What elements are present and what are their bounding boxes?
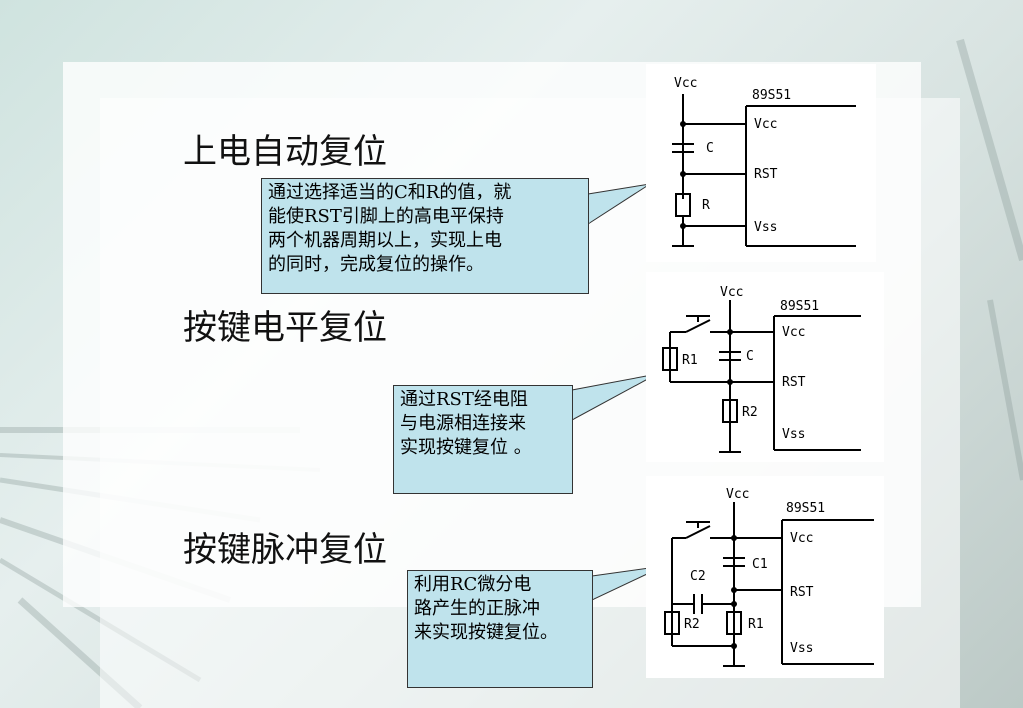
callout-line: 能使RST引脚上的高电平保持 [268, 206, 504, 227]
label-c: C [746, 349, 754, 364]
label-vcc: Vcc [674, 76, 697, 91]
pin-vss: Vss [790, 641, 813, 656]
callout-line: 两个机器周期以上，实现上电 [268, 230, 502, 251]
label-c1: C1 [752, 557, 768, 572]
pin-rst: RST [782, 375, 806, 390]
pin-vcc: Vcc [754, 117, 777, 132]
label-r1: R1 [748, 617, 764, 632]
callout-line: 利用RC微分电 [414, 574, 532, 595]
callout-line: 路产生的正脉冲 [414, 598, 540, 619]
label-chip: 89S51 [752, 88, 791, 103]
label-r1: R1 [682, 353, 698, 368]
label-vcc: Vcc [720, 285, 743, 300]
callout-power-on-reset: 通过选择适当的C和R的值，就 能使RST引脚上的高电平保持 两个机器周期以上，实… [261, 178, 589, 294]
callout-line: 来实现按键复位。 [414, 622, 558, 643]
circuit-diagram-1: Vcc 89S51 Vcc RST Vss C R [672, 76, 856, 247]
circuit-diagram-3: Vcc 89S51 Vcc RST Vss C1 C2 R2 R1 [664, 487, 874, 667]
pin-vss: Vss [754, 220, 777, 235]
callout-1-tail [586, 183, 651, 225]
callout-line: 通过选择适当的C和R的值，就 [268, 182, 512, 203]
pin-rst: RST [754, 167, 778, 182]
callout-line: 通过RST经电阻 [400, 389, 528, 410]
circuit-power-on-reset: Vcc 89S51 Vcc RST Vss C R [646, 64, 876, 262]
label-r2: R2 [684, 617, 700, 632]
label-c2: C2 [690, 569, 706, 584]
label-r2: R2 [742, 405, 758, 420]
pin-vcc: Vcc [782, 325, 805, 340]
callout-line: 的同时，完成复位的操作。 [268, 254, 484, 275]
pin-vcc: Vcc [790, 531, 813, 546]
heading-key-level-reset: 按键电平复位 [183, 308, 387, 348]
callout-line: 实现按键复位 。 [400, 437, 532, 458]
circuit-key-pulse-reset: Vcc 89S51 Vcc RST Vss C1 C2 R2 R1 [646, 476, 884, 678]
circuit-key-level-reset: Vcc 89S51 Vcc RST Vss C R1 R2 [646, 272, 884, 462]
callout-key-level-reset: 通过RST经电阻 与电源相连接来 实现按键复位 。 [393, 385, 573, 494]
label-chip: 89S51 [780, 299, 819, 314]
label-r: R [702, 198, 710, 213]
circuit-diagram-2: Vcc 89S51 Vcc RST Vss C R1 R2 [662, 285, 861, 453]
heading-key-pulse-reset: 按键脉冲复位 [183, 530, 387, 570]
label-vcc: Vcc [726, 487, 749, 502]
pin-vss: Vss [782, 427, 805, 442]
heading-power-on-reset: 上电自动复位 [183, 132, 387, 172]
callout-line: 与电源相连接来 [400, 413, 526, 434]
label-chip: 89S51 [786, 501, 825, 516]
callout-key-pulse-reset: 利用RC微分电 路产生的正脉冲 来实现按键复位。 [407, 570, 593, 688]
label-c: C [706, 141, 714, 156]
pin-rst: RST [790, 585, 814, 600]
